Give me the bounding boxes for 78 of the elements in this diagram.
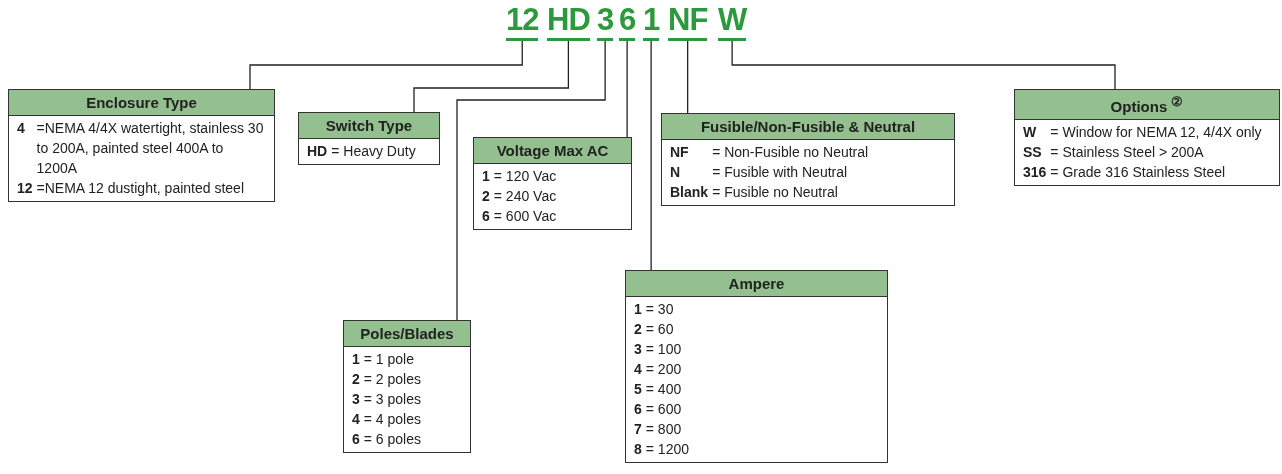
code-table-box — [473, 137, 632, 230]
code-key: 316 — [1023, 162, 1047, 182]
code-key: 2 — [634, 319, 642, 339]
code-table-box — [1014, 89, 1280, 186]
code-description: = Heavy Duty — [331, 142, 417, 161]
code-description: = 200 — [645, 360, 683, 379]
code-key: 3 — [634, 339, 642, 359]
code-table-box — [661, 113, 955, 206]
code-description: = 120 Vac — [493, 167, 558, 186]
code-key: 2 — [352, 369, 360, 389]
code-description: = Fusible no Neutral — [712, 183, 839, 202]
code-key: SS — [1023, 142, 1047, 162]
connector-line — [687, 40, 689, 114]
code-description: = 100 — [645, 340, 683, 359]
code-segment: W — [718, 2, 747, 41]
code-key: 12 — [17, 178, 33, 198]
code-key: N — [670, 162, 709, 182]
code-key: 4 — [17, 118, 33, 178]
connector-line — [731, 40, 1116, 90]
code-description: = 6 poles — [363, 430, 422, 449]
connector-line — [626, 40, 628, 138]
code-description: = Stainless Steel > 200A — [1050, 143, 1205, 162]
code-table-box — [298, 112, 440, 165]
code-key: 4 — [634, 359, 642, 379]
code-key: 2 — [482, 186, 490, 206]
code-table-box — [8, 89, 275, 202]
code-description: = Window for NEMA 12, 4/4X only — [1050, 123, 1263, 142]
code-description: = 800 — [645, 420, 683, 439]
code-key: 3 — [352, 389, 360, 409]
code-key: 1 — [352, 349, 360, 369]
code-description: =NEMA 4/4X watertight, stainless 30 to 200A, painted steel 400A to 1200A — [36, 119, 265, 178]
table-heading: Voltage Max AC — [474, 138, 631, 164]
code-key: 8 — [634, 439, 642, 459]
code-key: HD — [307, 141, 328, 161]
code-description: = Fusible with Neutral — [712, 163, 849, 182]
table-heading: Ampere — [626, 271, 887, 297]
code-table-box — [343, 320, 471, 453]
connector-line — [456, 40, 606, 321]
code-description: = 1200 — [645, 440, 690, 459]
code-description: = Grade 316 Stainless Steel — [1050, 163, 1227, 182]
code-description: = 1 pole — [363, 350, 415, 369]
table-heading: Poles/Blades — [344, 321, 470, 347]
table-heading: Switch Type — [299, 113, 439, 139]
code-segment: HD — [547, 2, 590, 41]
code-description: = 240 Vac — [493, 187, 558, 206]
code-key: 6 — [352, 429, 360, 449]
code-table-box — [625, 270, 888, 463]
code-key: 7 — [634, 419, 642, 439]
table-heading: Fusible/Non-Fusible & Neutral — [662, 114, 954, 140]
code-segment: NF — [668, 2, 708, 41]
code-description: = 4 poles — [363, 410, 422, 429]
code-description: =NEMA 12 dustight, painted steel — [36, 179, 245, 198]
code-description: = 3 poles — [363, 390, 422, 409]
code-key: 1 — [634, 299, 642, 319]
connector-line — [650, 40, 652, 271]
code-key: NF — [670, 142, 709, 162]
code-segment: 1 — [643, 2, 660, 41]
table-heading: Options $^{②}$ — [1015, 90, 1279, 120]
code-segment: 6 — [619, 2, 636, 41]
code-description: = 600 Vac — [493, 207, 558, 226]
connector-line — [249, 40, 523, 90]
code-description: = 30 — [645, 300, 675, 319]
code-key: 1 — [482, 166, 490, 186]
code-segment: 3 — [597, 2, 614, 41]
code-key: 6 — [634, 399, 642, 419]
code-key: 6 — [482, 206, 490, 226]
code-description: = Non-Fusible no Neutral — [712, 143, 870, 162]
table-heading: Enclosure Type — [9, 90, 274, 116]
code-segment: 12 — [506, 2, 539, 41]
code-description: = 2 poles — [363, 370, 422, 389]
code-key: Blank — [670, 182, 709, 202]
code-description: = 400 — [645, 380, 683, 399]
code-description: = 60 — [645, 320, 675, 339]
code-key: 4 — [352, 409, 360, 429]
code-description: = 600 — [645, 400, 683, 419]
code-key: W — [1023, 122, 1047, 142]
code-key: 5 — [634, 379, 642, 399]
connector-line — [413, 40, 570, 113]
